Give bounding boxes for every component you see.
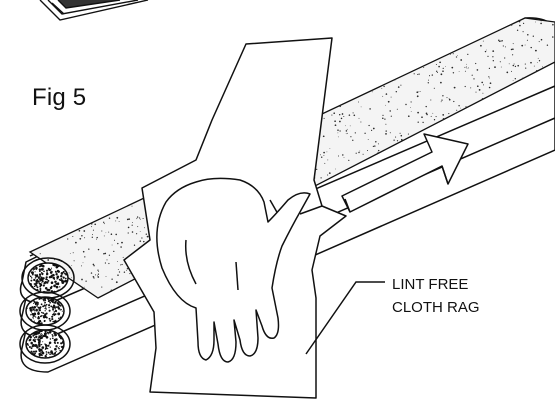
callout-label: LINT FREE CLOTH RAG xyxy=(392,273,480,319)
previous-figure-fragment xyxy=(40,0,148,20)
callout-line-1: LINT FREE xyxy=(392,273,480,296)
callout-leader xyxy=(306,282,385,354)
figure-label: Fig 5 xyxy=(32,84,86,112)
callout-line-2: CLOTH RAG xyxy=(392,296,480,319)
